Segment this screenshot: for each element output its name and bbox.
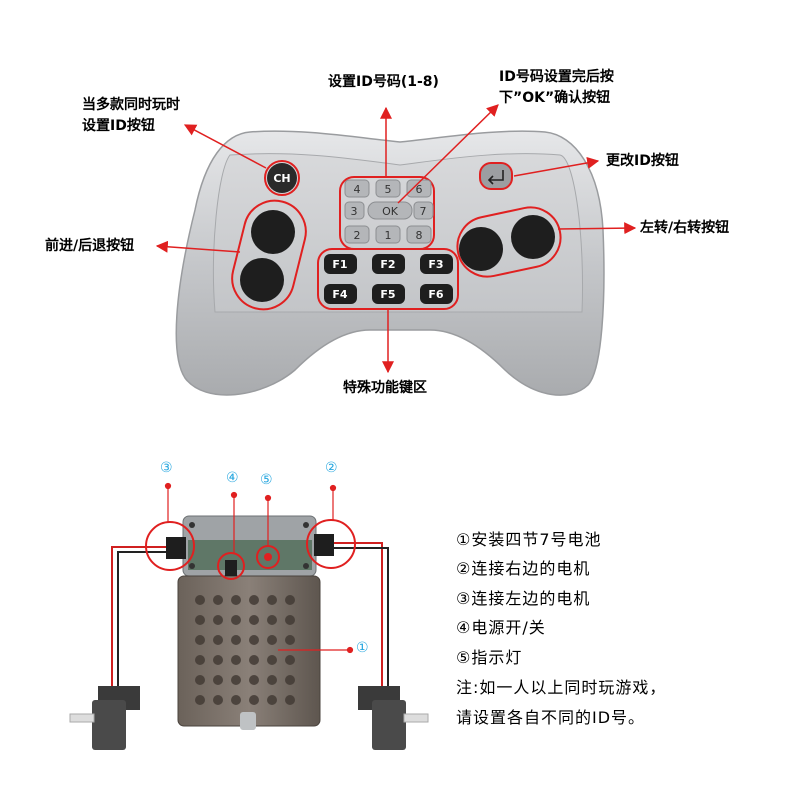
left-wire-black (117, 551, 176, 690)
right-motor (358, 686, 429, 750)
change-id-button-group (479, 162, 513, 190)
f6-key-label: F6 (428, 288, 444, 301)
ch-key-label: CH (273, 172, 290, 185)
f4-key-label: F4 (332, 288, 348, 301)
left-connector (166, 537, 186, 559)
power-switch (225, 560, 237, 576)
ch-button-group (264, 160, 300, 196)
label-set-id-number: 设置ID号码(1-8) (328, 74, 439, 90)
note-3: ③连接左边的电机 (456, 589, 591, 608)
f2-key-label: F2 (380, 258, 395, 271)
left-wires (111, 546, 176, 690)
key-2-label: 2 (354, 229, 361, 242)
marker-1: ① (356, 640, 369, 656)
label-function-keys: 特殊功能键区 (343, 380, 427, 396)
controller-arrows (155, 104, 637, 374)
note-1: ①安装四节7号电池 (456, 530, 602, 549)
key-3-label: 3 (351, 205, 358, 218)
marker-5: ⑤ (260, 472, 273, 488)
label-forward-back: 前进/后退按钮 (45, 238, 135, 254)
label-change-id: 更改ID按钮 (606, 153, 679, 169)
right-wire-black (318, 547, 389, 690)
key-8-label: 8 (416, 229, 423, 242)
key-4-label: 4 (354, 183, 361, 196)
key-5-label: 5 (385, 183, 392, 196)
note-4: ④电源开/关 (456, 618, 546, 637)
f5-key-label: F5 (380, 288, 395, 301)
label-left-right: 左转/右转按钮 (640, 220, 730, 236)
key-7-label: 7 (420, 205, 427, 218)
marker-3: ③ (160, 460, 173, 476)
key-1-label: 1 (385, 229, 392, 242)
right-wires (318, 542, 383, 690)
label-ok-confirm-2: 下”OK”确认按钮 (499, 90, 611, 106)
ch-button-highlight (264, 160, 300, 196)
arrow-ok (397, 104, 499, 204)
receiver-module (69, 482, 429, 750)
gamepad: CH 4 5 6 3 OK 7 2 1 8 F1 F2 F3 F4 F5 F6 (175, 130, 605, 396)
note-7: 请设置各自不同的ID号。 (456, 708, 646, 727)
key-6-label: 6 (416, 183, 423, 196)
note-5: ⑤指示灯 (456, 648, 523, 667)
receiver-leaders (164, 482, 354, 654)
label-set-id-multi: 当多款同时玩时 (82, 97, 180, 113)
key-ok-label: OK (382, 205, 399, 218)
note-2: ②连接右边的电机 (456, 559, 591, 578)
left-right-buttons (456, 206, 562, 278)
arrow-ch (183, 124, 267, 169)
marker-2: ② (325, 460, 338, 476)
arrow-forward-back (155, 240, 241, 253)
arrow-left-right (557, 222, 637, 235)
marker-4: ④ (226, 470, 239, 486)
note-6: 注:如一人以上同时玩游戏， (456, 678, 667, 697)
right-connector (314, 534, 334, 556)
label-set-id-multi-2: 设置ID按钮 (82, 118, 155, 134)
label-ok-confirm: ID号码设置完后按 (499, 69, 614, 85)
arrow-change-id (513, 156, 600, 177)
f1-key-label: F1 (332, 258, 347, 271)
indicator-led (264, 553, 272, 561)
battery-holes (195, 595, 295, 705)
function-keys (317, 248, 459, 310)
number-keypad (339, 176, 435, 250)
left-motor (69, 686, 140, 750)
f3-key-label: F3 (428, 258, 443, 271)
forward-back-buttons (231, 199, 307, 311)
